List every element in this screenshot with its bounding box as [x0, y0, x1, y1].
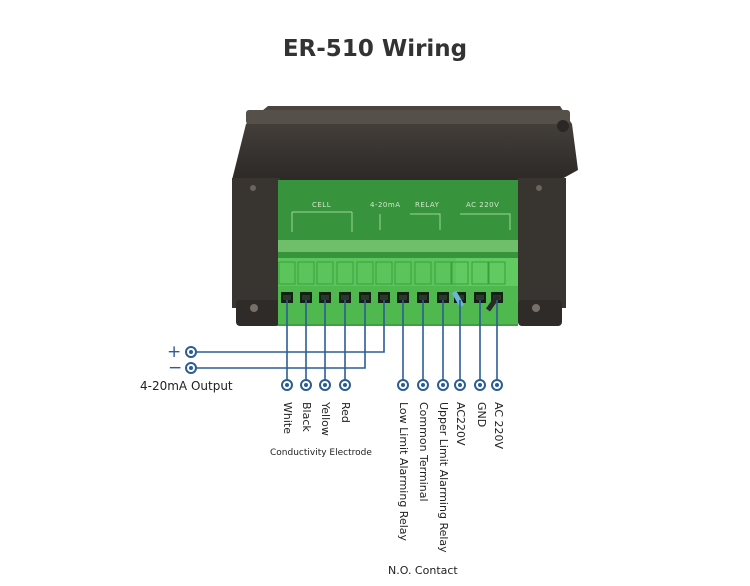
terminal-screws — [278, 261, 506, 312]
terminal-screw — [341, 295, 349, 300]
terminal-cell — [356, 261, 374, 285]
terminal-label-white: White — [281, 402, 294, 434]
terminal-screw — [419, 295, 427, 300]
connector-dot-center — [458, 383, 462, 387]
terminal-screw — [476, 295, 484, 300]
silkscreen-4-20ma: 4-20mA — [370, 201, 401, 209]
silkscreen-relay: RELAY — [415, 201, 440, 209]
terminal-cell — [488, 261, 506, 285]
connector-dot-center — [421, 383, 425, 387]
connector-dot-center — [323, 383, 327, 387]
output-connector-center — [189, 350, 193, 354]
terminal-cell — [278, 261, 296, 285]
connectors — [185, 346, 503, 391]
terminal-label-ac220v: AC220V — [454, 402, 467, 446]
terminal-label-common-terminal: Common Terminal — [417, 402, 430, 502]
output-minus-sign: − — [168, 358, 183, 378]
terminal-screw — [439, 295, 447, 300]
terminal-screw — [283, 295, 291, 300]
terminal-cell — [336, 261, 354, 285]
terminal-label-low-limit-relay: Low Limit Alarming Relay — [397, 402, 410, 542]
terminal-cell — [394, 261, 412, 285]
connector-dot-center — [441, 383, 445, 387]
terminal-screw — [361, 295, 369, 300]
terminal-cell — [471, 261, 489, 285]
terminal-label-gnd: GND — [475, 402, 488, 428]
ac-wire-black — [485, 294, 501, 312]
output-label: 4-20mA Output — [140, 379, 233, 393]
diagram-title: ER-510 Wiring — [282, 36, 468, 62]
terminal-label-yellow: Yellow — [319, 402, 332, 436]
terminal-label-ac-220v: AC 220V — [492, 402, 505, 450]
output-plus-sign: + — [167, 342, 182, 362]
connector-dot-center — [343, 383, 347, 387]
terminal-cell — [451, 261, 469, 285]
terminal-cell — [434, 261, 452, 285]
group-label-conductivity-electrode: Conductivity Electrode — [270, 448, 372, 458]
connector-dot-center — [401, 383, 405, 387]
terminal-screw — [399, 295, 407, 300]
output-connector-center — [189, 366, 193, 370]
terminal-screw — [302, 295, 310, 300]
connector-dot-center — [478, 383, 482, 387]
silkscreen-cell: CELL — [312, 201, 332, 209]
terminal-label-black: Black — [300, 402, 313, 432]
terminal-cell — [316, 261, 334, 285]
wire-output-minus — [191, 300, 366, 369]
connector-dot-center — [495, 383, 499, 387]
wire-output-plus — [191, 300, 385, 353]
terminal-screw — [321, 295, 329, 300]
terminal-cell — [297, 261, 315, 285]
device-housing — [232, 106, 578, 326]
connector-dot-center — [285, 383, 289, 387]
terminal-label-red: Red — [339, 402, 352, 423]
terminal-cell — [414, 261, 432, 285]
wires — [191, 300, 498, 385]
terminal-label-upper-limit-relay: Upper Limit Alarming Relay — [437, 402, 450, 553]
terminal-screw — [380, 295, 388, 300]
group-label-no-contact: N.O. Contact — [388, 564, 458, 577]
terminal-cell — [375, 261, 393, 285]
connector-dot-center — [304, 383, 308, 387]
silkscreen-ac220v: AC 220V — [466, 201, 500, 209]
